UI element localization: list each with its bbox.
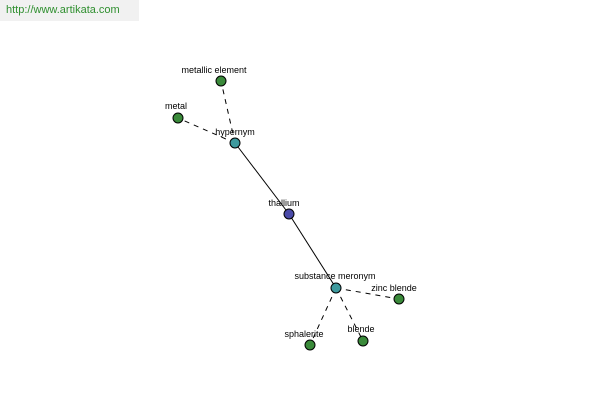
label-substance-meronym: substance meronym — [294, 271, 375, 281]
node-blende[interactable] — [357, 335, 369, 347]
node-metal[interactable] — [172, 112, 184, 124]
label-sphalerite: sphalerite — [284, 329, 323, 339]
label-hypernym: hypernym — [215, 127, 255, 137]
node-substance-meronym[interactable] — [330, 282, 342, 294]
edge-substance-meronym-sphalerite — [309, 287, 337, 346]
label-blende: blende — [347, 324, 374, 334]
edge-hypernym-metallic-element — [220, 80, 236, 144]
edge-thallium-hypernym — [234, 142, 290, 215]
label-metal: metal — [165, 101, 187, 111]
label-thallium: thallium — [268, 198, 299, 208]
node-thallium[interactable] — [283, 208, 295, 220]
label-metallic-element: metallic element — [181, 65, 247, 75]
site-watermark[interactable]: http://www.artikata.com — [0, 0, 139, 21]
node-sphalerite[interactable] — [304, 339, 316, 351]
label-zinc-blende: zinc blende — [371, 283, 417, 293]
node-metallic-element[interactable] — [215, 75, 227, 87]
edge-hypernym-metal — [177, 117, 236, 144]
edge-thallium-substance-meronym — [288, 213, 337, 289]
edge-substance-meronym-zinc-blende — [335, 287, 400, 300]
node-hypernym[interactable] — [229, 137, 241, 149]
node-zinc-blende[interactable] — [393, 293, 405, 305]
